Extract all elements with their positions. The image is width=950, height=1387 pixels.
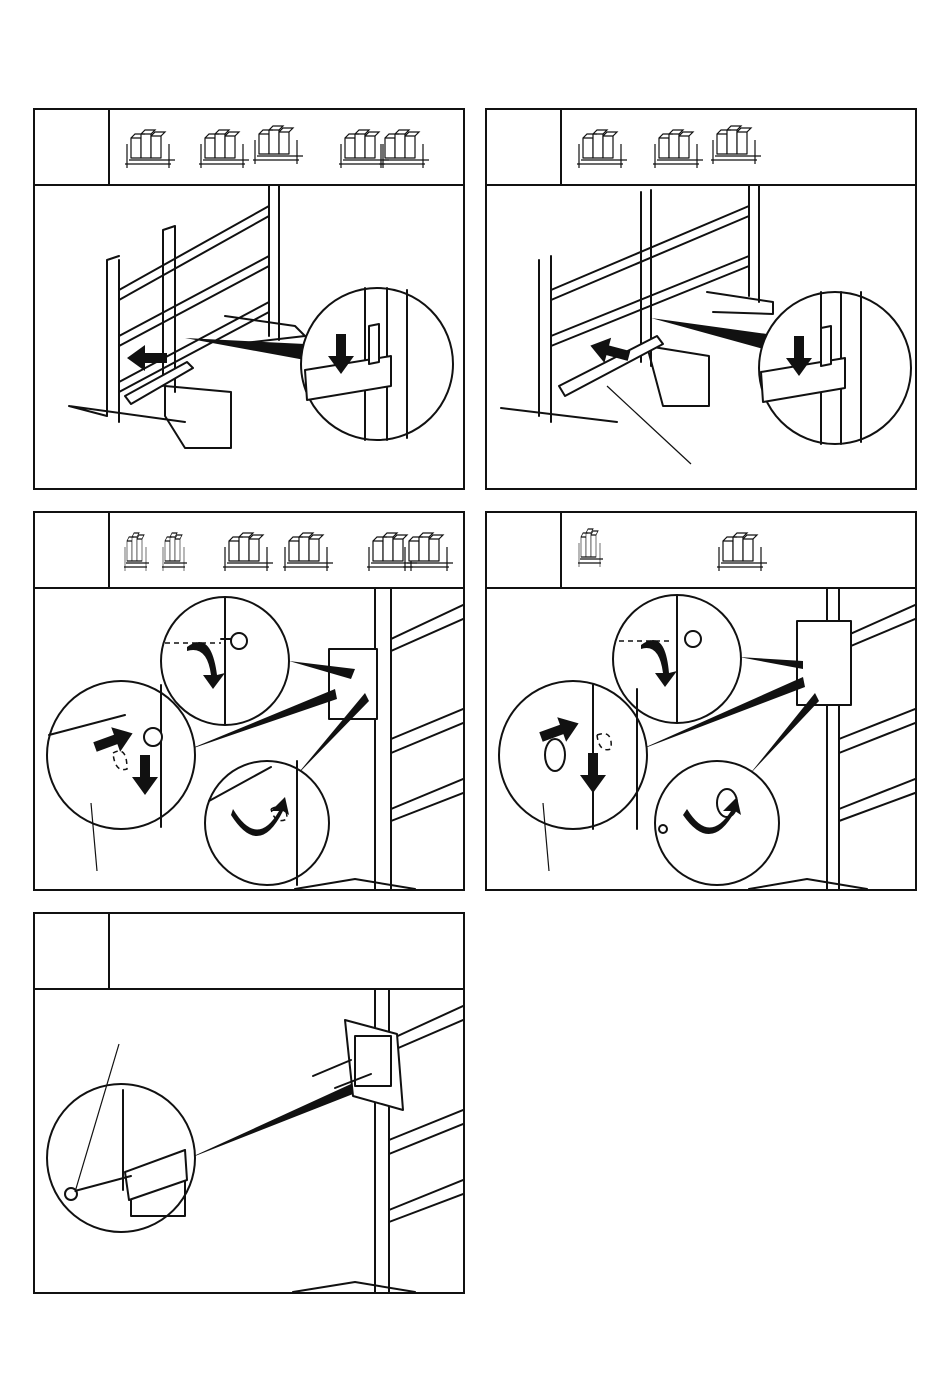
callout-pointer <box>185 1084 353 1160</box>
step-panel-2 <box>485 108 917 490</box>
step-header <box>35 513 463 589</box>
zoom-callout-left <box>47 681 195 871</box>
configuration-icons <box>111 517 459 583</box>
shelf-unit-end-icon <box>578 529 603 567</box>
step-number-box <box>35 110 110 184</box>
shelf-unit-triple-icon <box>577 130 627 168</box>
zoom-callout-top <box>613 595 741 723</box>
zoom-callout <box>301 288 453 440</box>
configuration-icons <box>563 114 911 180</box>
step-number-box <box>487 513 562 587</box>
step-illustration <box>35 990 463 1292</box>
step-header <box>35 914 463 990</box>
leader-line <box>607 386 691 464</box>
zoom-callout <box>47 1044 195 1232</box>
step-header <box>487 513 915 589</box>
callout-pointer <box>749 693 819 775</box>
shelf-unit-single-icon <box>125 130 175 168</box>
configuration-icons <box>111 918 459 984</box>
step-panel-3 <box>33 511 465 891</box>
step-illustration <box>487 589 915 889</box>
step-panel-1 <box>33 108 465 490</box>
step-header <box>35 110 463 186</box>
step-header <box>487 110 915 186</box>
shelf-unit-end-icon <box>162 533 187 571</box>
zoom-callout <box>759 292 911 444</box>
step-illustration <box>487 186 915 488</box>
shelf-unit-corner-icon <box>367 533 453 571</box>
callout-pointer <box>739 657 803 669</box>
step-panel-4 <box>485 511 917 891</box>
step-number-box <box>35 513 110 587</box>
shelf-unit-stacked-icon <box>253 126 303 164</box>
shelf-unit-stacked-icon <box>717 533 767 571</box>
shelf-unit-stacked-icon <box>711 126 761 164</box>
upright-frame <box>69 186 305 448</box>
step-panel-5 <box>33 912 465 1294</box>
shelf-unit-triple-icon <box>283 533 333 571</box>
shelf-unit-triple-icon <box>653 130 703 168</box>
step-number-box <box>487 110 562 184</box>
callout-pointer <box>185 338 305 360</box>
zoom-callout-top <box>161 597 289 725</box>
zoom-callout-left <box>499 681 647 871</box>
configuration-icons <box>111 114 459 180</box>
upright-post <box>293 990 463 1292</box>
upright-frame <box>501 186 773 422</box>
shelf-unit-corner-icon <box>339 130 429 168</box>
step-number-box <box>35 914 110 988</box>
callout-pointer <box>651 318 767 350</box>
shelf-unit-double-icon <box>199 130 249 168</box>
shelf-unit-end-icon <box>124 533 149 571</box>
zoom-callout-bottom <box>205 761 329 885</box>
lower-beam <box>559 336 663 396</box>
configuration-icons <box>563 517 911 583</box>
zoom-callout-bottom <box>655 761 779 885</box>
shelf-unit-triple-icon <box>223 533 273 571</box>
step-illustration <box>35 186 463 488</box>
step-illustration <box>35 589 463 889</box>
